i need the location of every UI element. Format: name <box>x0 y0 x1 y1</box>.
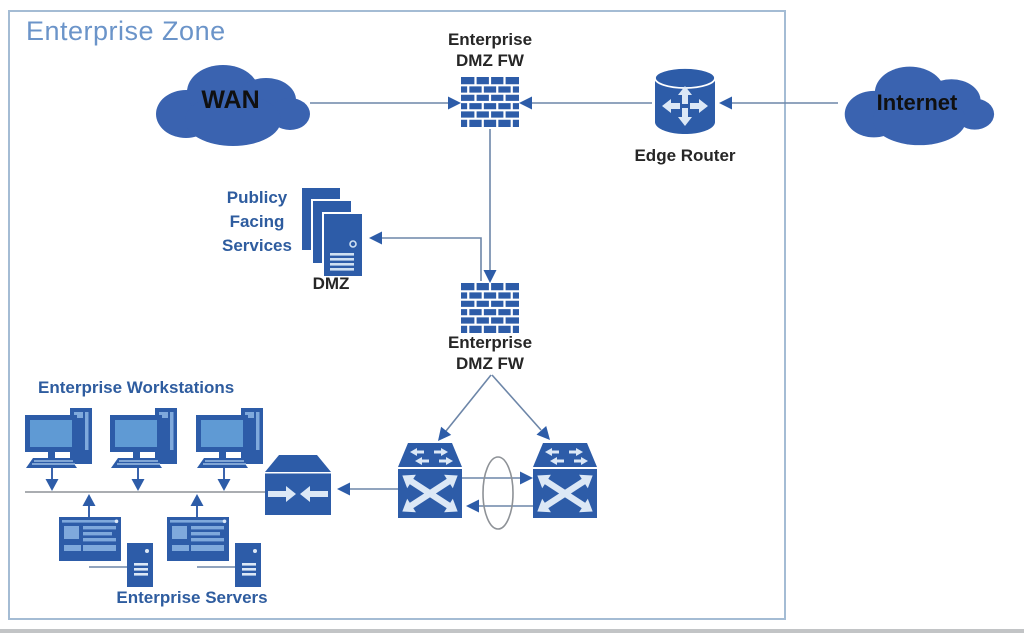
firewall-top-label-line2: DMZ FW <box>456 51 524 70</box>
firewall-mid-label-line1: Enterprise <box>447 333 533 352</box>
redundant-link-ellipse <box>482 456 514 530</box>
firewall-top-label-line1: Enterprise <box>447 30 533 49</box>
firewall-mid-icon <box>461 283 519 333</box>
dmz-services-label-line3: Services <box>222 236 292 255</box>
workgroup-switch-icon <box>265 454 331 516</box>
workstations-label: Enterprise Workstations <box>38 378 235 397</box>
firewall-mid-label: Enterprise DMZ FW <box>430 332 550 374</box>
multilayer-switch-left-icon <box>398 443 462 518</box>
dmz-label: DMZ <box>312 274 350 293</box>
workstation-icon-1 <box>25 408 95 476</box>
web-server-icon-2 <box>167 517 267 589</box>
firewall-mid-label-line2: DMZ FW <box>456 354 524 373</box>
edge-router-label: Edge Router <box>634 146 736 165</box>
dmz-server-stack-icon <box>300 186 364 278</box>
firewall-top-label: Enterprise DMZ FW <box>430 29 550 71</box>
servers-label: Enterprise Servers <box>116 588 268 607</box>
enterprise-zone-border <box>8 10 786 620</box>
multilayer-switch-right-icon <box>533 443 597 518</box>
internet-label: Internet <box>876 90 958 115</box>
enterprise-zone-title: Enterprise Zone <box>26 16 226 46</box>
edge-router-icon <box>652 66 718 136</box>
firewall-top-icon <box>461 77 519 127</box>
wan-label: WAN <box>201 86 260 114</box>
dmz-services-label-line1: Publicy <box>226 188 288 207</box>
workstation-icon-3 <box>196 408 266 476</box>
dmz-services-label: Publicy Facing Services <box>213 186 301 258</box>
screenshot-bottom-edge <box>0 629 1024 633</box>
dmz-services-label-line2: Facing <box>229 212 285 231</box>
web-server-icon-1 <box>59 517 159 589</box>
workstation-icon-2 <box>110 408 180 476</box>
